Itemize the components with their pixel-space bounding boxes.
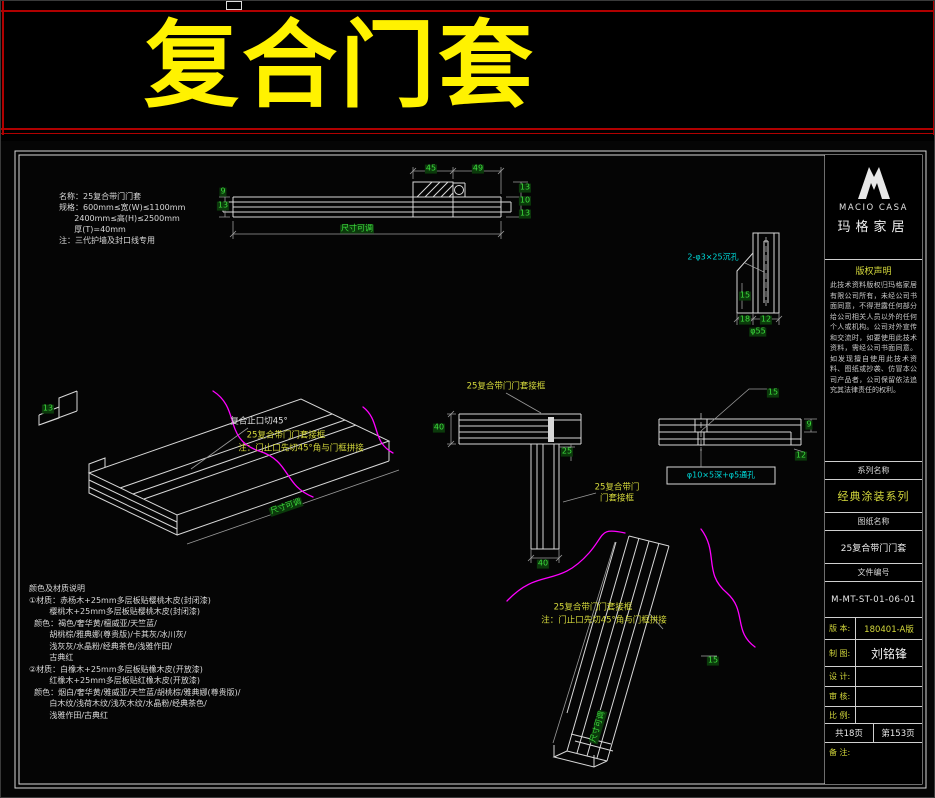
series-name-label: 系列名称 [825, 461, 922, 479]
banner-rule-top [1, 10, 934, 12]
banner-rule-bottom-2 [1, 133, 934, 134]
material-line: 白木纹/浅荷木纹/浅灰木纹/水晶粉/经典茶色/ [29, 699, 207, 708]
break-lines [212, 390, 756, 648]
designer-label: 设 计: [829, 672, 851, 681]
drafter-row: 制 图: 刘铭锋 [825, 639, 922, 666]
banner-rule-bottom-1 [1, 128, 934, 130]
copyright-title: 版权声明 [855, 267, 892, 277]
dimension-lines [186, 167, 817, 744]
material-line: 胡桃棕/雅典娜(尊贵版)/卡其灰/冰川灰/ [29, 630, 187, 639]
current-page: 第153页 [873, 724, 922, 742]
corner-joint-geometry [458, 413, 582, 550]
material-line: 颜色：褐色/奢华黄/檀威亚/天竺蓝/ [29, 618, 157, 628]
drawing-name-label: 图纸名称 [825, 512, 922, 530]
designer-value [855, 667, 922, 686]
counterbore-detail-geometry [736, 232, 780, 314]
logo-section: MACIO CASA 玛格家居 [825, 163, 922, 259]
version-row: 版 本: 180401-A版 [825, 617, 922, 639]
material-line: ②材质：白橡木+25mm多层板贴橡木皮(开放漆) [29, 664, 203, 674]
remark-label: 备 注: [829, 748, 851, 757]
banner-tab [226, 1, 242, 10]
file-number-value: M-MT-ST-01-06-01 [825, 581, 922, 617]
total-pages: 共18页 [835, 729, 863, 739]
scale-label: 比 例: [829, 710, 851, 720]
pages-row: 共18页 第153页 [825, 723, 922, 742]
material-line: 古典红 [29, 653, 74, 662]
auditor-value [855, 687, 922, 706]
auditor-row: 审 核: [825, 686, 922, 706]
material-line: 浅雅作田/古典红 [29, 710, 109, 720]
spec-line: 规格：600mm≤宽(W)≤1100mm [59, 203, 186, 212]
spec-block: 名称：25复合带门门套规格：600mm≤宽(W)≤1100mm 2400mm≤高… [59, 191, 185, 246]
file-number-label: 文件编号 [825, 563, 922, 581]
remark-row: 备 注: [825, 742, 922, 792]
drawing-name-value: 25复合带门门套 [825, 530, 922, 563]
hole-detail-geometry [658, 418, 802, 485]
material-line: 浅灰灰/水晶粉/经典茶色/浅雅作田/ [29, 641, 173, 651]
copyright-section: 版权声明 此技术资料版权归玛格家居有限公司所有，未经公司书面同意，不得泄露任何部… [825, 259, 922, 461]
banner-rule-right [933, 1, 934, 135]
page-title: 复合门套 [144, 11, 537, 121]
isometric-bottom-geometry [552, 535, 670, 768]
brand-name-en: MACIO CASA [839, 203, 908, 213]
material-line: ①材质：赤杨木+25mm多层板贴樱桃木皮(封闭漆) [29, 595, 211, 605]
material-line: 樱桃木+25mm多层板贴樱桃木皮(封闭漆) [29, 607, 201, 616]
banner-rule-left [2, 1, 4, 135]
isometric-left-geometry [38, 390, 391, 536]
macio-logo-icon [857, 167, 890, 199]
version-label: 版 本: [829, 624, 851, 633]
series-name-value: 经典涂装系列 [825, 479, 922, 512]
designer-row: 设 计: [825, 666, 922, 686]
scale-value [855, 707, 922, 723]
spec-line: 注：三代护墙及封口线专用 [59, 236, 155, 245]
drafter-value: 刘铭锋 [855, 640, 922, 666]
tenon-slot [548, 417, 554, 442]
title-block: MACIO CASA 玛格家居 版权声明 此技术资料版权归玛格家居有限公司所有，… [825, 155, 922, 784]
material-line: 颜色：烟白/奢华黄/雅威亚/天竺蓝/胡桃棕/雅典娜(尊贵版)/ [29, 687, 241, 697]
material-line: 红橡木+25mm多层板贴红橡木皮(开放漆) [29, 676, 201, 685]
material-block: 颜色及材质说明 ①材质：赤杨木+25mm多层板贴樱桃木皮(封闭漆) 樱桃木+25m… [29, 583, 241, 721]
spec-line: 厚(T)=40mm [59, 225, 126, 234]
brand-name-cn: 玛格家居 [837, 220, 910, 235]
spec-line: 名称：25复合带门门套 [59, 192, 142, 201]
section-view-geometry [222, 181, 512, 218]
drafter-label: 制 图: [829, 648, 851, 658]
scale-row: 比 例: [825, 706, 922, 723]
title-banner: 复合门套 [1, 1, 934, 141]
centerlines [700, 237, 767, 451]
auditor-label: 审 核: [829, 692, 851, 701]
version-value: 180401-A版 [855, 618, 922, 639]
copyright-body: 此技术资料版权归玛格家居有限公司所有，未经公司书面同意，不得泄露任何部分给公司相… [830, 281, 917, 394]
spec-line: 2400mm≤高(H)≤2500mm [59, 214, 180, 223]
material-line: 颜色及材质说明 [29, 584, 85, 593]
